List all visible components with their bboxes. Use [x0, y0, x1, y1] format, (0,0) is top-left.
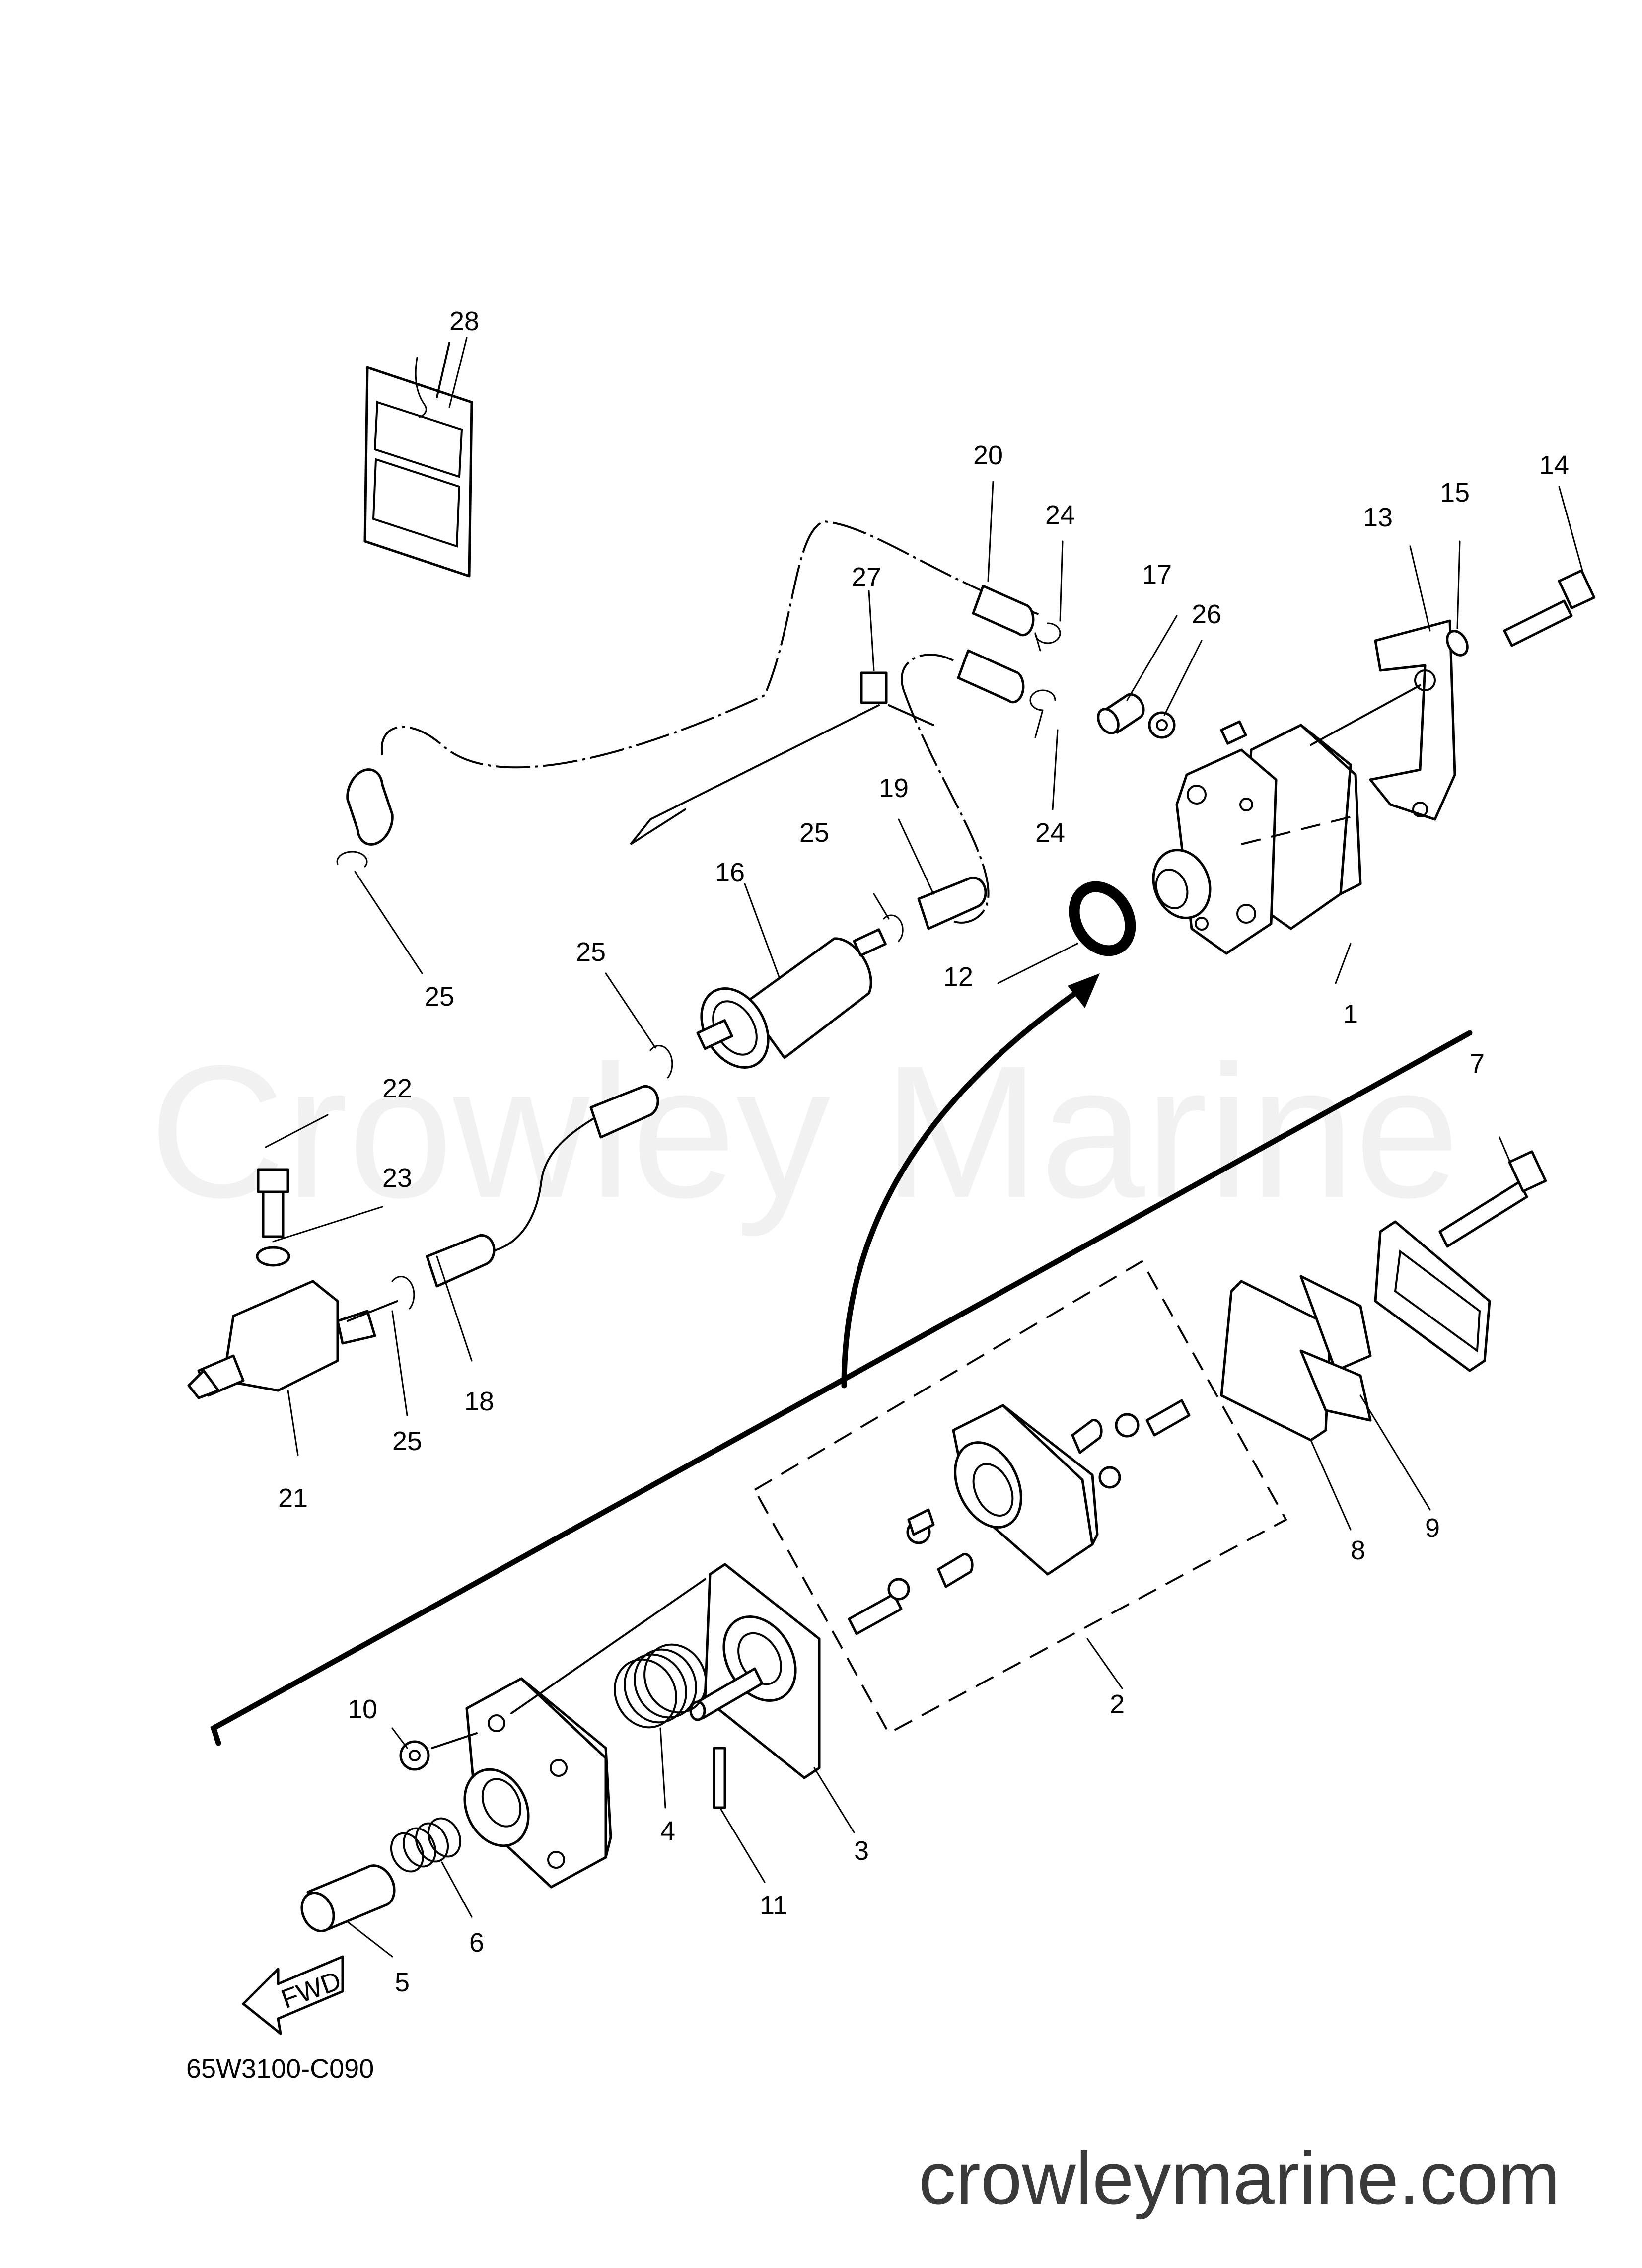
callout-25-left: 25 — [576, 937, 606, 967]
pin-part-11 — [713, 1747, 726, 1809]
callout-14: 14 — [1539, 450, 1569, 480]
callout-27: 27 — [852, 562, 881, 592]
callout-13: 13 — [1363, 503, 1393, 532]
upper-hoses — [346, 520, 1043, 1288]
callout-11: 11 — [760, 1891, 787, 1920]
callout-1: 1 — [1343, 999, 1358, 1029]
pump-kit-box-part-2 — [753, 1260, 1287, 1735]
callout-23: 23 — [382, 1163, 412, 1193]
callout-21: 21 — [278, 1483, 308, 1513]
site-url-text: crowleymarine.com — [919, 2136, 1560, 2220]
fuel-filter-part-16 — [696, 928, 887, 1069]
callout-22: 22 — [382, 1074, 412, 1103]
bracket-bolt-washer — [1310, 569, 1596, 821]
o-ring-part-12 — [1069, 881, 1136, 956]
callout-6: 6 — [469, 1928, 484, 1958]
callout-5: 5 — [395, 1968, 410, 1997]
label-card-part-28 — [363, 342, 473, 578]
exploded-view-boundary — [210, 973, 1473, 1746]
callout-3: 3 — [854, 1836, 869, 1866]
callout-15: 15 — [1440, 478, 1470, 508]
callout-4: 4 — [660, 1816, 675, 1846]
callout-7: 7 — [1470, 1049, 1485, 1079]
callout-2: 2 — [1110, 1689, 1125, 1719]
callout-18: 18 — [464, 1387, 494, 1416]
callout-8: 8 — [1351, 1536, 1365, 1565]
callout-17: 17 — [1142, 560, 1172, 589]
fuel-joint-part-21 — [187, 1168, 398, 1399]
hose-17-holder-26 — [1097, 693, 1176, 739]
callout-numbers: 1 2 3 4 5 6 7 8 9 10 11 12 13 14 15 16 1… — [278, 306, 1569, 1997]
callout-24-top: 24 — [1045, 500, 1075, 530]
fuel-pump-assembly-part-1 — [1152, 720, 1362, 955]
callout-19: 19 — [879, 773, 909, 803]
leader-lines — [265, 337, 1585, 1958]
fwd-direction-arrow: FWD — [242, 1955, 345, 2035]
callout-20: 20 — [973, 440, 1003, 470]
callout-25-filter: 25 — [799, 818, 829, 848]
diaphragm-part-3 — [689, 1563, 821, 1779]
watermark-text: Crowley Marine — [149, 1026, 1460, 1237]
callout-12: 12 — [943, 962, 973, 992]
pump-cover — [300, 1578, 706, 1932]
cable-tie-part-27 — [630, 671, 934, 845]
figure-code: 65W3100-C090 — [186, 2054, 374, 2084]
callout-16: 16 — [715, 858, 745, 887]
callout-10: 10 — [348, 1694, 377, 1724]
callout-26: 26 — [1192, 599, 1221, 629]
callout-9: 9 — [1425, 1513, 1440, 1543]
pump-body — [848, 1399, 1191, 1635]
callout-25-joint: 25 — [392, 1426, 422, 1456]
screws-gaskets — [1220, 1150, 1547, 1442]
callout-25-hose: 25 — [425, 982, 454, 1012]
callout-28: 28 — [449, 306, 479, 336]
spring-part-4 — [614, 1643, 707, 1729]
callout-24-bottom: 24 — [1035, 818, 1065, 848]
